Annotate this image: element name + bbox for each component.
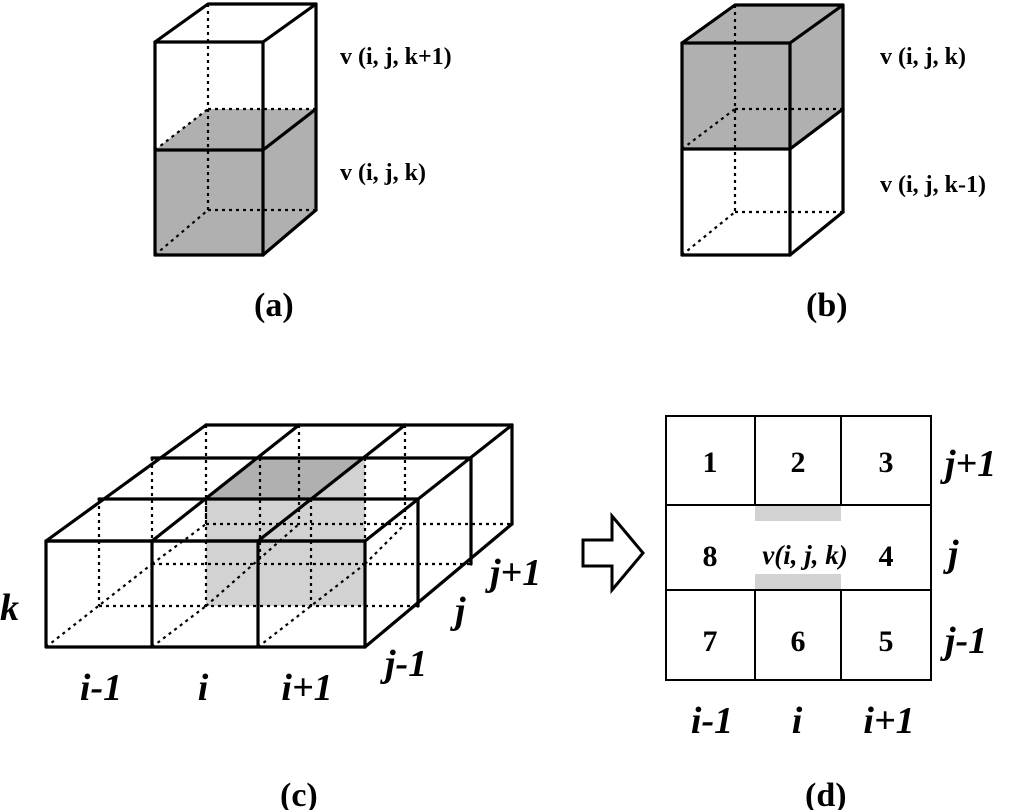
shade-strip-lower (755, 574, 841, 590)
caption-c: (c) (280, 777, 318, 810)
caption-d: (d) (805, 777, 847, 810)
j-label-c-1: j (450, 590, 466, 632)
j-label-c-2: j+1 (485, 552, 541, 594)
voxel-label-upper-a: v (i, j, k+1) (340, 44, 452, 70)
cell-8: 8 (703, 540, 718, 573)
visible-edges-b (680, 3, 845, 257)
right-face (363, 423, 514, 649)
cell-2: 2 (791, 446, 806, 479)
i-label-c-0: i-1 (80, 667, 122, 709)
row-label-j-minus-1: j-1 (940, 620, 987, 662)
j-label-c-0: j-1 (380, 643, 427, 685)
col-label-i-minus-1: i-1 (691, 700, 733, 742)
row-label-j-plus-1: j+1 (940, 443, 996, 485)
shaded-voxel-a (155, 109, 316, 255)
panel-d: 1 2 3 8 v(i, j, k) 4 7 6 5 j+1 j j-1 i-1… (665, 415, 996, 810)
voxel-label-lower-b: v (i, j, k-1) (880, 172, 986, 198)
row-label-j: j (943, 533, 959, 575)
shade-strip-upper (755, 505, 841, 521)
grid-3x3 (665, 415, 932, 681)
hidden-edges-b (681, 5, 843, 256)
right-arrow-icon (581, 511, 645, 595)
hidden-edges-c (45, 425, 512, 648)
i-label-c-2: i+1 (281, 667, 332, 709)
cell-center: v(i, j, k) (762, 540, 847, 570)
cell-6: 6 (791, 625, 806, 658)
cell-3: 3 (879, 446, 894, 479)
cell-4: 4 (879, 540, 894, 573)
voxel-label-upper-b: v (i, j, k) (880, 44, 966, 70)
col-label-i: i (792, 700, 803, 742)
cell-7: 7 (703, 625, 718, 658)
visible-edges-a (153, 2, 318, 257)
hidden-edges-a (154, 4, 316, 256)
voxel-label-lower-a: v (i, j, k) (340, 160, 426, 186)
front-face (44, 539, 367, 649)
cell-1: 1 (703, 446, 718, 479)
panel-b: v (i, j, k) v (i, j, k-1) (b) (680, 3, 986, 324)
caption-b: (b) (806, 287, 848, 324)
col-label-i-plus-1: i+1 (863, 700, 914, 742)
cell-5: 5 (879, 625, 894, 658)
panel-a: v (i, j, k+1) v (i, j, k) (a) (153, 2, 452, 324)
k-axis-label: k (0, 587, 19, 629)
panel-c: k i-1 i i+1 j-1 j j+1 (c) (0, 423, 541, 810)
caption-a: (a) (254, 287, 294, 324)
shaded-voxel-b (682, 5, 843, 149)
shaded-column-top (206, 458, 365, 499)
i-label-c-1: i (198, 667, 209, 709)
